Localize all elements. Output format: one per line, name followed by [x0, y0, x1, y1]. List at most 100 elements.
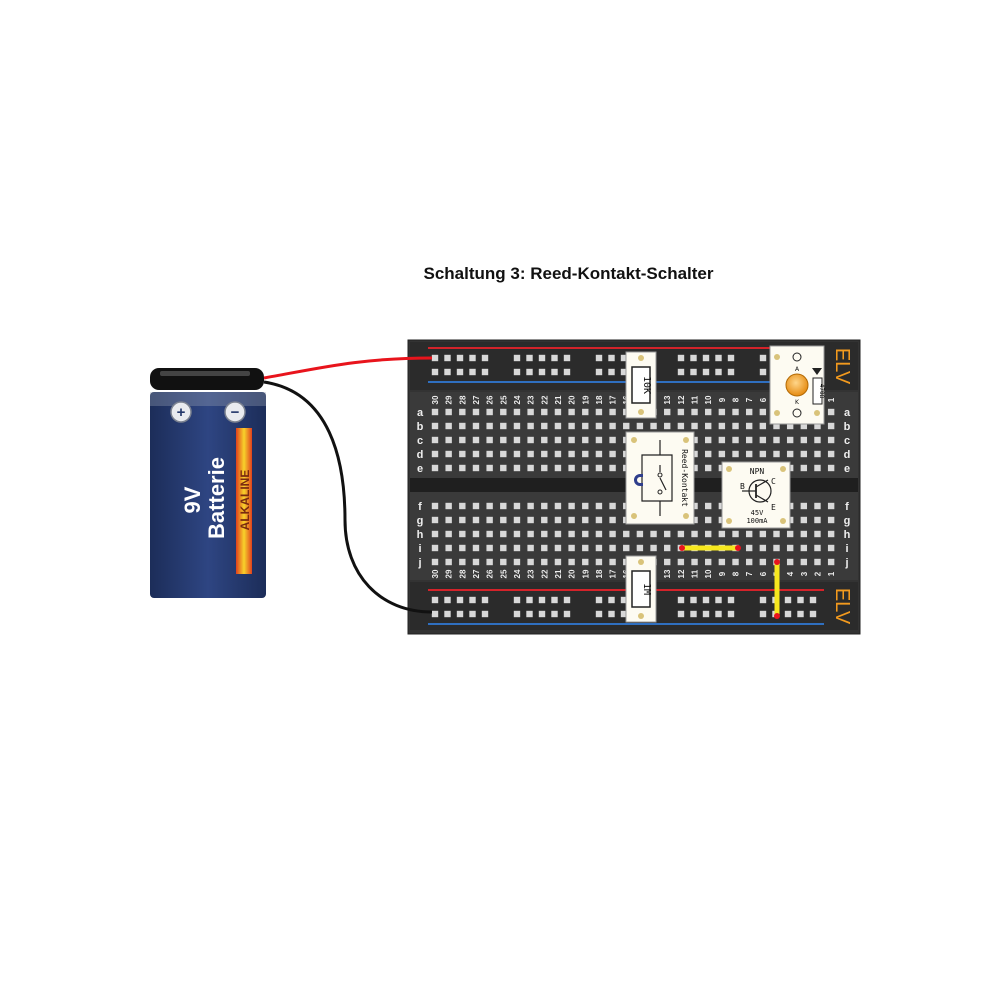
breadboard-hole	[745, 450, 753, 458]
breadboard-hole	[582, 502, 589, 510]
breadboard-hole	[595, 354, 603, 362]
breadboard-hole	[715, 368, 722, 376]
breadboard-hole	[664, 530, 671, 538]
breadboard-hole	[582, 530, 589, 538]
breadboard-hole	[456, 354, 464, 362]
breadboard-hole	[445, 516, 452, 524]
column-label: 12	[677, 569, 686, 578]
breadboard-hole	[677, 530, 685, 538]
breadboard-hole	[582, 464, 589, 472]
row-label: h	[417, 529, 424, 541]
breadboard-hole	[472, 502, 480, 510]
breadboard-hole	[718, 422, 726, 430]
minus-terminal-icon	[224, 401, 246, 423]
breadboard-hole	[431, 544, 439, 552]
breadboard-hole	[705, 436, 712, 444]
breadboard-hole	[431, 610, 439, 618]
plus-terminal-icon	[170, 401, 192, 423]
breadboard-hole	[541, 422, 548, 430]
breadboard-hole	[568, 422, 575, 430]
breadboard-hole	[809, 596, 817, 604]
breadboard-hole	[609, 558, 616, 566]
breadboard-hole	[595, 596, 603, 604]
breadboard-hole	[800, 516, 808, 524]
breadboard-hole	[526, 596, 533, 604]
breadboard-hole	[513, 422, 521, 430]
breadboard-hole	[827, 450, 835, 458]
breadboard-hole	[459, 516, 466, 524]
column-label: 26	[486, 569, 495, 578]
breadboard-hole	[445, 436, 452, 444]
breadboard-hole	[513, 544, 521, 552]
breadboard-hole	[623, 544, 630, 552]
column-label: 4	[786, 571, 795, 576]
breadboard-hole	[797, 596, 804, 604]
breadboard-hole	[554, 502, 562, 510]
breadboard-hole	[691, 516, 698, 524]
breadboard-hole	[486, 436, 493, 444]
column-label: 9	[718, 571, 727, 576]
breadboard-hole	[526, 354, 533, 362]
breadboard-hole	[786, 558, 794, 566]
breadboard-hole	[608, 610, 615, 618]
breadboard-hole	[702, 596, 710, 604]
breadboard-hole	[554, 530, 562, 538]
column-label: 18	[595, 395, 604, 404]
breadboard-hole	[538, 354, 546, 362]
breadboard-hole	[563, 368, 571, 376]
breadboard-hole	[650, 530, 657, 538]
breadboard-hole	[431, 422, 439, 430]
breadboard-hole	[568, 530, 575, 538]
column-label: 19	[581, 569, 590, 578]
breadboard-hole	[444, 368, 451, 376]
breadboard-hole	[513, 436, 521, 444]
column-label: 27	[472, 569, 481, 578]
breadboard-hole	[481, 354, 489, 362]
breadboard-hole	[444, 354, 451, 362]
plus-symbol: +	[177, 404, 186, 421]
breadboard-hole	[609, 408, 616, 416]
breadboard-hole	[500, 544, 507, 552]
breadboard-hole	[431, 558, 439, 566]
breadboard-hole	[551, 368, 558, 376]
breadboard-hole	[773, 450, 780, 458]
breadboard-hole	[786, 450, 794, 458]
row-label: f	[845, 501, 849, 513]
breadboard-hole	[513, 516, 521, 524]
breadboard-hole	[608, 596, 615, 604]
breadboard-hole	[595, 558, 603, 566]
breadboard-hole	[554, 408, 562, 416]
breadboard-hole	[691, 502, 698, 510]
breadboard-hole	[595, 544, 603, 552]
breadboard-hole	[469, 596, 476, 604]
breadboard-hole	[568, 558, 575, 566]
row-label: d	[417, 449, 424, 461]
breadboard-hole	[732, 530, 739, 538]
breadboard-hole	[608, 354, 615, 362]
battery: + − 9V Batterie ALKALINE	[150, 392, 266, 598]
column-label: 21	[554, 395, 563, 404]
column-label: 21	[554, 569, 563, 578]
breadboard-hole	[459, 422, 466, 430]
resistor-10k-module: 10K	[625, 351, 657, 419]
breadboard-hole	[472, 436, 480, 444]
breadboard-hole	[527, 558, 534, 566]
breadboard-hole	[727, 354, 735, 362]
column-label: 1	[827, 397, 836, 402]
column-label: 23	[527, 395, 536, 404]
breadboard-hole	[800, 436, 808, 444]
breadboard-hole	[445, 558, 452, 566]
breadboard-hole	[554, 516, 562, 524]
breadboard-hole	[431, 464, 439, 472]
breadboard-hole	[677, 368, 685, 376]
breadboard-hole	[445, 502, 452, 510]
breadboard-hole	[486, 558, 493, 566]
breadboard-hole	[691, 408, 698, 416]
breadboard-hole	[472, 544, 480, 552]
breadboard-hole	[705, 502, 712, 510]
row-label: e	[417, 463, 423, 475]
column-label: 19	[581, 395, 590, 404]
breadboard-hole	[527, 502, 534, 510]
column-label: 7	[745, 571, 754, 576]
breadboard-hole	[814, 450, 821, 458]
